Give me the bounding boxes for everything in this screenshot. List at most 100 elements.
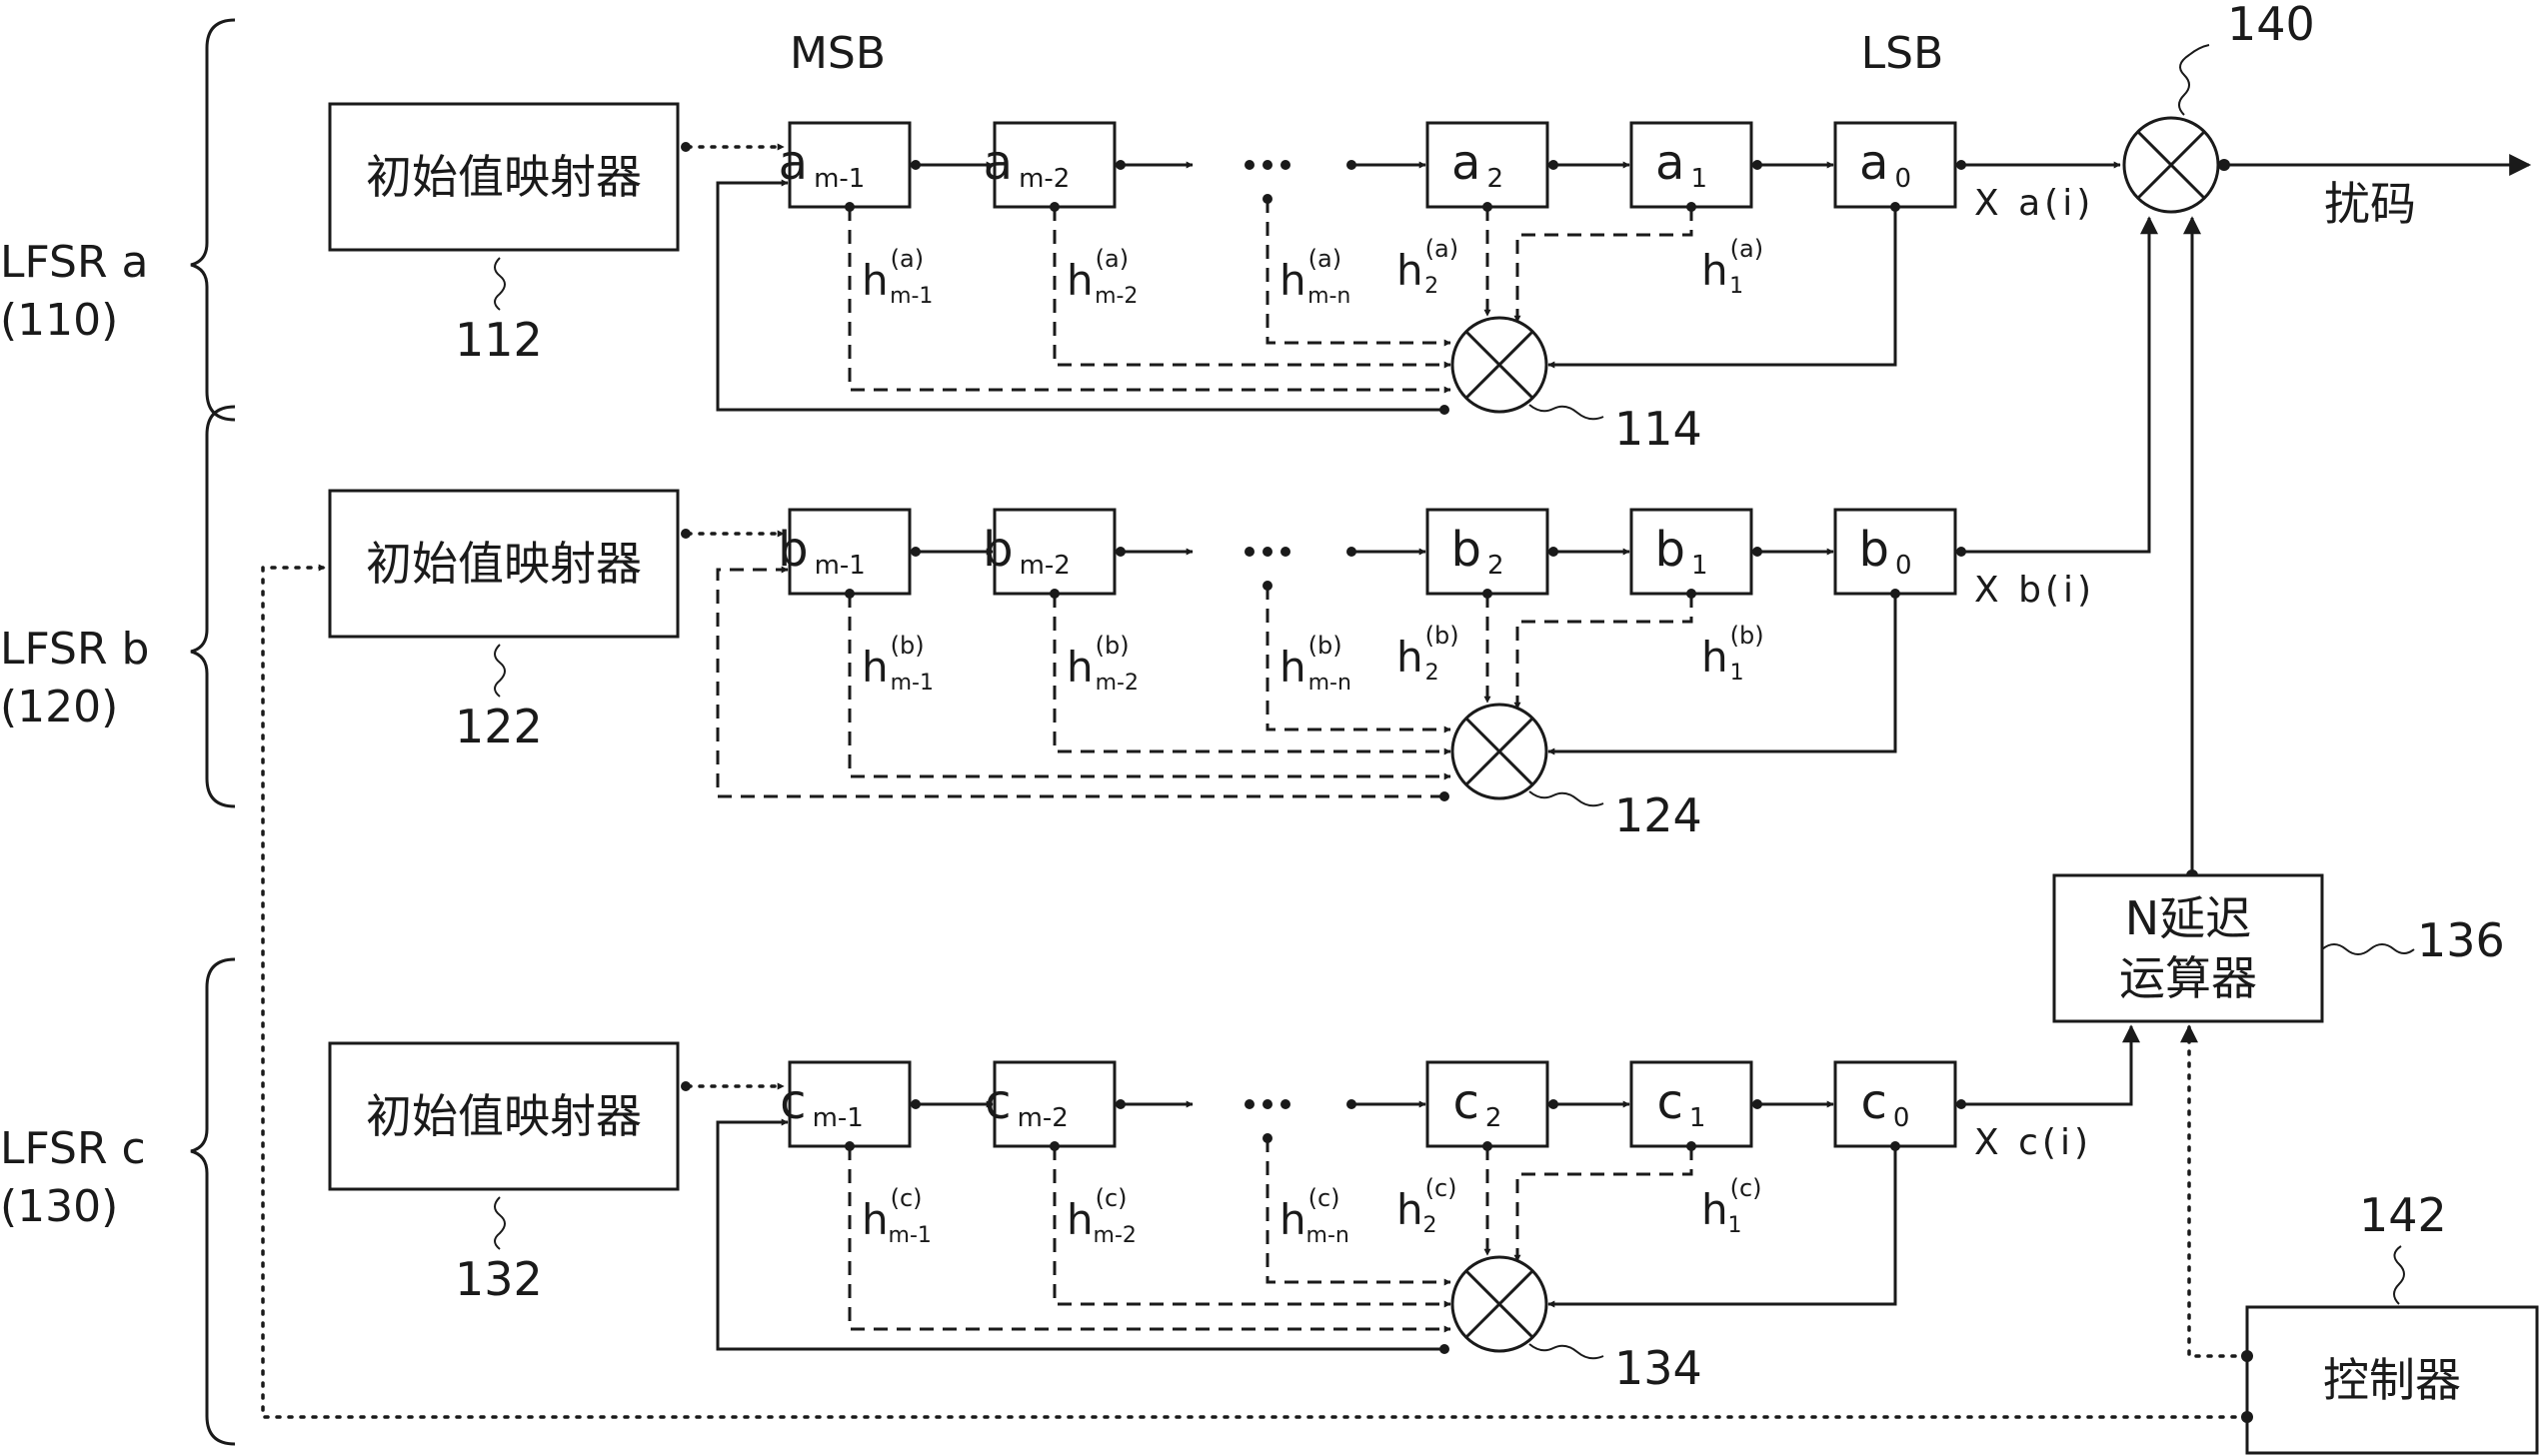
tap-line — [1266, 586, 1451, 733]
controller-box — [2245, 1305, 2539, 1455]
lfsr-output-label: X a(i) — [1974, 183, 2094, 224]
xor-to-msb-feedback — [716, 1118, 1444, 1351]
controller-leader — [2393, 1245, 2405, 1305]
controller-ref: 142 — [2359, 1188, 2447, 1242]
tap-coefficient: h(a)m-1 — [862, 245, 933, 309]
lfsr-output-label: X b(i) — [1974, 570, 2095, 611]
tap-line — [1513, 594, 1693, 710]
initial-value-mapper-box — [328, 1041, 680, 1191]
mapper-ref: 132 — [455, 1252, 543, 1306]
xor-to-msb-feedback — [716, 566, 1444, 798]
initial-value-mapper-label: 初始值映射器 — [366, 150, 642, 204]
lfsr-ref: (130) — [0, 1181, 118, 1232]
tap-line — [1053, 207, 1451, 369]
tap-line — [1053, 1146, 1451, 1308]
register-cell — [1425, 121, 1549, 209]
delay-unit-leader — [2321, 943, 2415, 955]
initial-value-mapper-box — [328, 102, 680, 252]
lsb-feedback — [1547, 594, 1897, 755]
tap-line — [1266, 1138, 1451, 1286]
lsb-label: LSB — [1861, 28, 1944, 79]
tap-line — [1513, 1146, 1693, 1262]
tap-coefficient: h(a)m-n — [1279, 245, 1350, 309]
register-cell — [1833, 121, 1957, 209]
mapper-ref: 112 — [455, 313, 543, 367]
controller-to-mapper-b-dotted — [261, 564, 2249, 1419]
lfsr-label: LFSR c — [0, 1123, 146, 1174]
tap-line — [1266, 199, 1451, 347]
lfsr-label: LFSR a — [0, 237, 149, 288]
lfsr-output-label: X c(i) — [1974, 1122, 2092, 1163]
lfsr-ref: (120) — [0, 682, 118, 732]
initial-value-mapper-label: 初始值映射器 — [366, 537, 642, 591]
tap-coefficient: h(c)m-1 — [862, 1184, 932, 1248]
register-cell — [1629, 508, 1753, 596]
lfsr-brace-1 — [190, 405, 236, 808]
initial-value-mapper-label: 初始值映射器 — [366, 1089, 642, 1143]
tap-coefficient: h(c)m-2 — [1067, 1184, 1137, 1248]
main-xor-140 — [2122, 116, 2220, 214]
mapper-ref-leader — [494, 644, 506, 698]
xor-ref-leader — [1528, 790, 1604, 807]
lsb-feedback — [1547, 207, 1897, 369]
controller-label: 控制器 — [2323, 1353, 2461, 1407]
lfsr-brace-2 — [190, 957, 236, 1446]
controller-to-delay-dotted — [2180, 1024, 2249, 1358]
register-cell — [1629, 121, 1753, 209]
tap-line — [1053, 594, 1451, 755]
tap-coefficient: h(a)2 — [1396, 235, 1458, 299]
xor-ref-leader — [1528, 1343, 1604, 1360]
xc-output-line — [1954, 1024, 2140, 1106]
scrambling-code-label: 扰码 — [2324, 177, 2416, 231]
feedback-xor-ref: 114 — [1614, 402, 1702, 456]
lsb-feedback — [1547, 1146, 1897, 1308]
delay-unit-line1: N延迟 — [2125, 891, 2251, 945]
register-cell — [1425, 1060, 1549, 1148]
lfsr-ref: (110) — [0, 295, 118, 346]
initial-value-mapper-box — [328, 489, 680, 639]
tap-coefficient: h(c)2 — [1396, 1174, 1457, 1238]
tap-coefficient: h(c)m-n — [1279, 1184, 1349, 1248]
tap-line — [848, 1146, 1451, 1333]
feedback-xor-ref: 134 — [1614, 1341, 1702, 1395]
tap-coefficient: h(b)2 — [1396, 622, 1459, 686]
mapper-ref-leader — [494, 257, 506, 311]
xor-ref-leader — [1528, 404, 1604, 421]
msb-label: MSB — [790, 28, 886, 79]
register-cell — [788, 508, 912, 596]
tap-line — [848, 207, 1451, 394]
mapper-ref-leader — [494, 1196, 506, 1250]
main-xor-leader — [2178, 44, 2210, 116]
tap-line — [848, 594, 1451, 780]
tap-line — [1513, 207, 1693, 323]
delay-unit-line2: 运算器 — [2119, 951, 2257, 1005]
register-cell — [788, 121, 912, 209]
lfsr-brace-0 — [190, 18, 236, 422]
tap-coefficient: h(a)m-2 — [1067, 245, 1138, 309]
main-xor-ref: 140 — [2227, 0, 2315, 51]
xb-output-line — [1954, 216, 2158, 554]
tap-coefficient: h(b)m-2 — [1067, 632, 1139, 696]
xor-to-msb-feedback — [716, 179, 1444, 412]
lfsr-label: LFSR b — [0, 624, 149, 675]
register-cell — [1425, 508, 1549, 596]
tap-coefficient: h(b)m-1 — [862, 632, 934, 696]
register-cell — [788, 1060, 912, 1148]
tap-coefficient: h(b)1 — [1701, 622, 1764, 686]
